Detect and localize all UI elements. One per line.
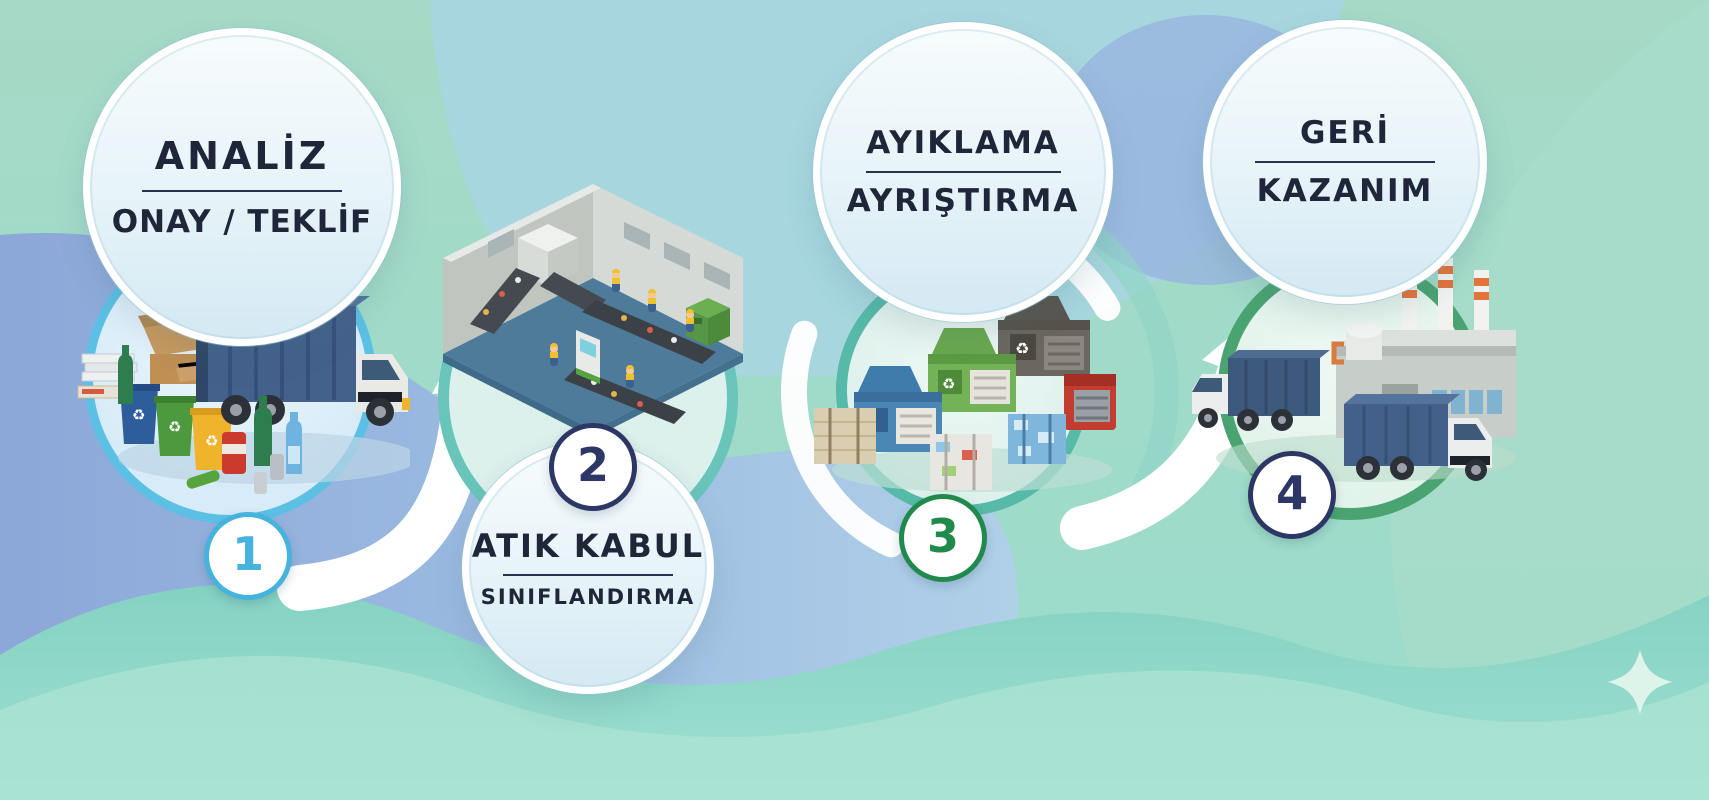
- plastic-bale: [1008, 414, 1066, 464]
- sparkle-icon: [1608, 650, 1672, 714]
- step2-divider: [503, 574, 673, 576]
- step2-badge: 2: [549, 423, 637, 511]
- recycle-symbol: ♻: [132, 406, 145, 424]
- red-baler-machine: [1064, 374, 1116, 430]
- step4-divider: [1255, 161, 1435, 163]
- recycling-truck-left: [1192, 350, 1330, 431]
- recycle-symbol: ♻: [942, 375, 955, 393]
- step1-number: 1: [231, 527, 264, 581]
- step4-title: GERİ: [1299, 115, 1391, 151]
- recycle-symbol: ♻: [205, 432, 218, 450]
- step4-number: 4: [1275, 466, 1308, 520]
- step1-subtitle: ONAY / TEKLİF: [111, 204, 373, 240]
- step4-subtitle: KAZANIM: [1256, 173, 1434, 209]
- step4-badge: 4: [1248, 451, 1336, 539]
- step2-title: ATIK KABUL: [471, 527, 705, 565]
- step2-number: 2: [576, 438, 609, 492]
- step4-label-circle: GERİ KAZANIM: [1203, 20, 1487, 304]
- paper-bale: [814, 408, 876, 464]
- step3-title: AYIKLAMA: [866, 125, 1060, 161]
- step1-label-circle: ANALİZ ONAY / TEKLİF: [83, 28, 401, 346]
- waste-sorting-facility-illustration: [443, 184, 743, 438]
- recycle-symbol: ♻: [168, 418, 181, 436]
- step3-number: 3: [926, 509, 959, 563]
- step1-title: ANALİZ: [154, 134, 330, 178]
- step2-subtitle: SINIFLANDIRMA: [480, 585, 696, 609]
- step1-divider: [142, 190, 342, 192]
- step1-badge: 1: [204, 512, 292, 600]
- step3-subtitle: AYRIŞTIRMA: [846, 183, 1080, 219]
- recycle-symbol: ♻: [1015, 339, 1029, 358]
- step3-label-circle: AYIKLAMA AYRIŞTIRMA: [813, 22, 1113, 322]
- step3-badge: 3: [899, 494, 987, 582]
- baler-machines-illustration: ♻ ♻: [814, 296, 1116, 492]
- mixed-bale: [930, 434, 992, 490]
- step3-divider: [865, 171, 1061, 173]
